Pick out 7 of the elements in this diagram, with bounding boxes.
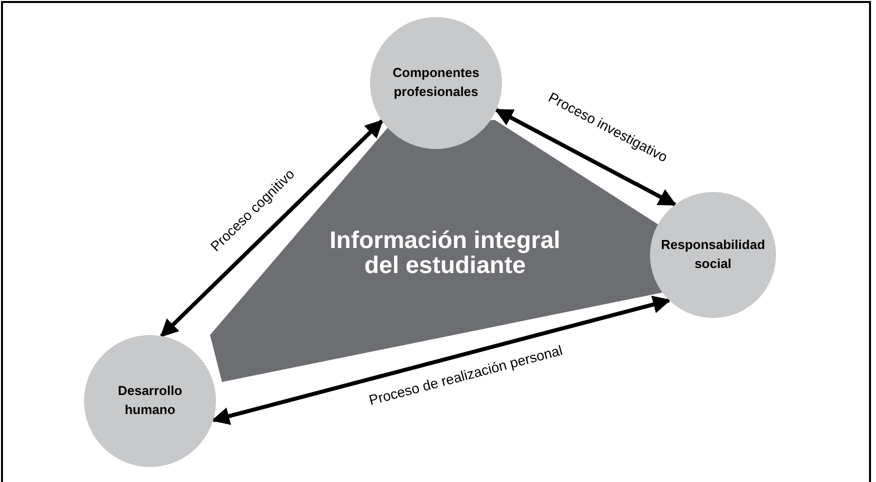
double-arrow — [211, 296, 671, 425]
double-arrow — [160, 119, 384, 338]
center-title: Información integral del estudiante — [328, 228, 562, 278]
node-label: Responsabilidad social — [660, 236, 766, 273]
node-label: Componentes profesionales — [392, 64, 480, 101]
node-label: Desarrollo humano — [116, 382, 184, 419]
double-arrow — [494, 108, 677, 206]
